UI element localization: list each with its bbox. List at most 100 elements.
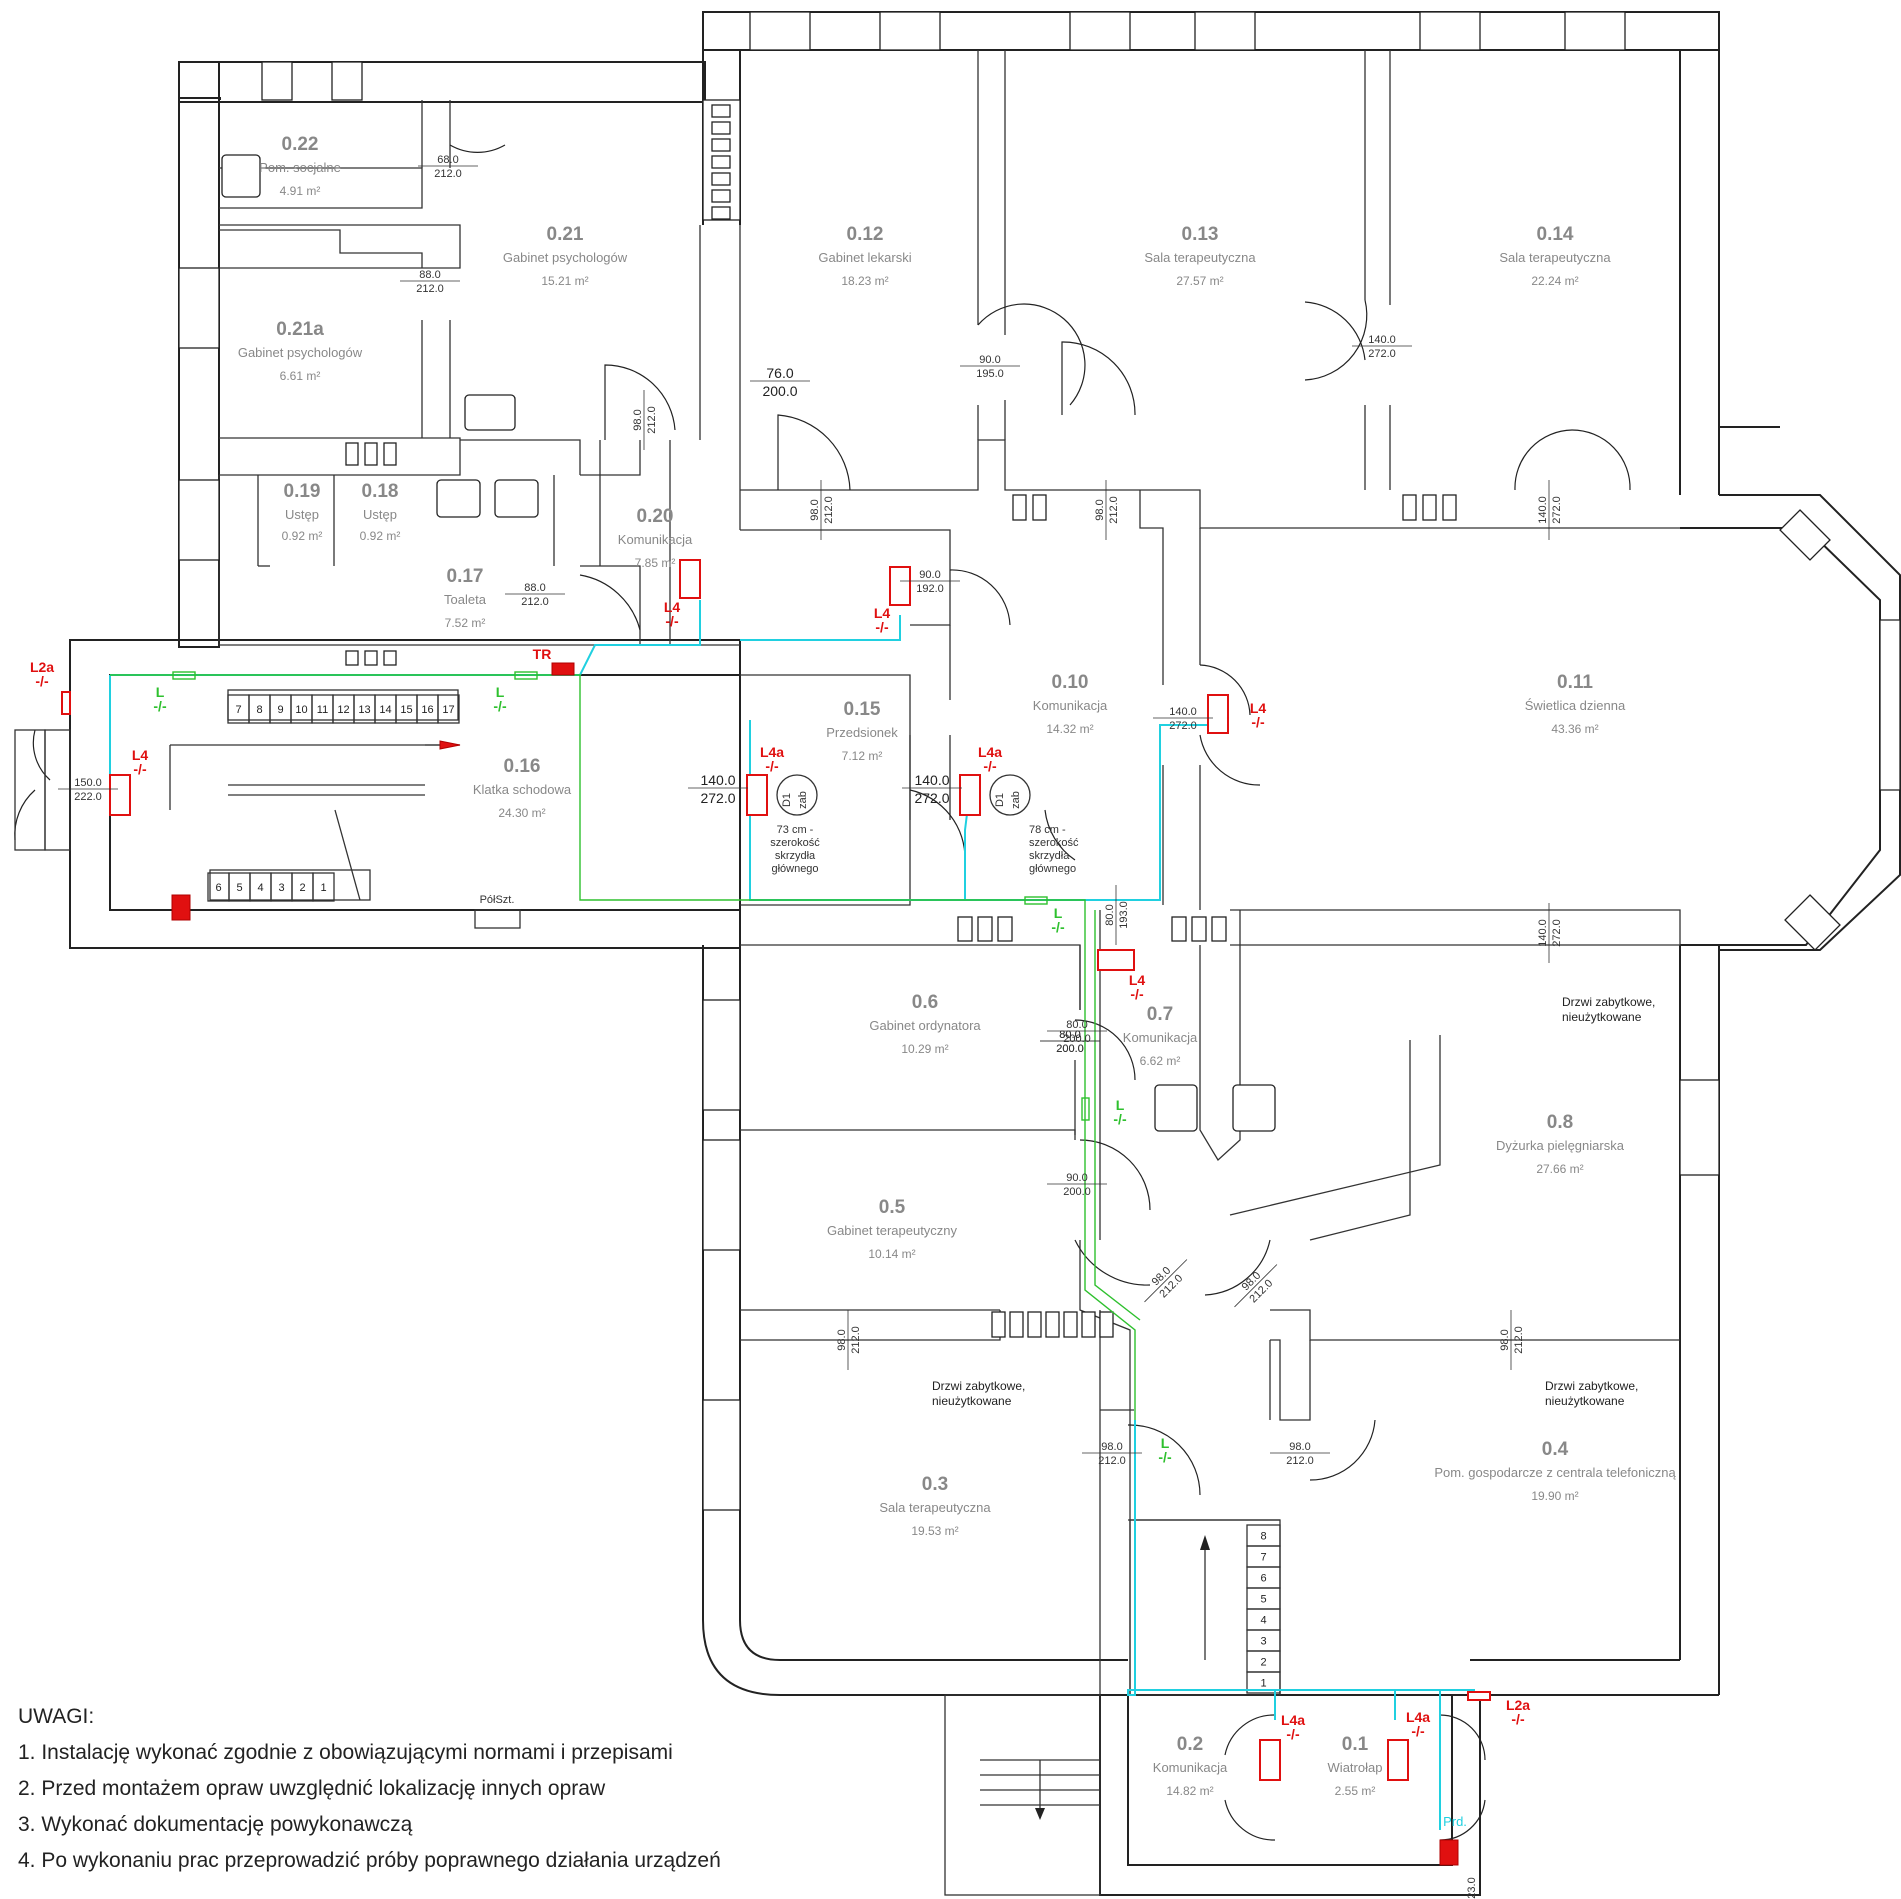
room-number: 0.19	[284, 481, 321, 502]
stair-number: 17	[442, 704, 454, 716]
d1-marker-icon	[989, 774, 1031, 816]
door-height: 212.0	[850, 1326, 862, 1354]
room-number: 0.14	[1537, 224, 1574, 245]
room-number: 0.8	[1547, 1112, 1573, 1133]
l2a-luminaire-icon	[1467, 1691, 1491, 1701]
stair-number: 13	[358, 704, 370, 716]
room-number: 0.13	[1182, 224, 1219, 245]
door-height: 195.0	[976, 368, 1004, 380]
door-width: 140.0	[1537, 496, 1549, 524]
room-name: Sala terapeutyczna	[879, 1500, 991, 1515]
room-area: 14.32 m²	[1046, 722, 1093, 736]
stair-number: 6	[215, 882, 221, 894]
l2a-luminaire-icon	[61, 691, 71, 715]
room-number: 0.6	[912, 992, 938, 1013]
door-height: 212.0	[1286, 1455, 1314, 1467]
switch-symbol: -/-	[35, 673, 49, 689]
switch-symbol: -/-	[765, 758, 779, 774]
room-name: Gabinet ordynatora	[869, 1018, 981, 1033]
stair-number: 2	[1260, 1657, 1266, 1669]
room-area: 7.52 m²	[445, 616, 486, 630]
door-width: 140.0	[1368, 334, 1396, 346]
historic-door-note: Drzwi zabytkowe,	[932, 1379, 1025, 1393]
luminaire-label: L4	[132, 747, 149, 763]
room-area: 15.21 m²	[541, 274, 588, 288]
stair-number: 5	[236, 882, 242, 894]
room-area: 4.91 m²	[280, 184, 321, 198]
door-width: 88.0	[524, 582, 545, 594]
l4a-luminaire-icon	[1259, 1739, 1281, 1781]
luminaire-label: L4	[664, 599, 681, 615]
l4-luminaire-icon	[1207, 694, 1229, 734]
room-name: Świetlica dzienna	[1525, 698, 1626, 713]
room-area: 22.24 m²	[1531, 274, 1578, 288]
switch-symbol: -/-	[1130, 986, 1144, 1002]
switch-symbol: -/-	[1511, 1711, 1525, 1727]
room-area: 19.53 m²	[911, 1524, 958, 1538]
door-height: 212.0	[1108, 496, 1120, 524]
door-width: 98.0	[632, 409, 644, 430]
switch-symbol: -/-	[1411, 1723, 1425, 1739]
room-name: Toaleta	[444, 592, 487, 607]
room-number: 0.11	[1557, 672, 1593, 693]
note-item-4: 4. Po wykonaniu prac przeprowadzić próby…	[18, 1849, 721, 1872]
room-number: 0.2	[1177, 1734, 1203, 1755]
door-width: 150.0	[74, 777, 102, 789]
switch-symbol: -/-	[493, 698, 507, 714]
switch-symbol: -/-	[1286, 1726, 1300, 1742]
door-height: 212.0	[646, 406, 658, 434]
distribution-panel-icon	[1439, 1839, 1459, 1866]
tr-label: TR	[533, 646, 552, 662]
stair-number: 7	[235, 704, 241, 716]
door-height: 212.0	[1513, 1326, 1525, 1354]
stair-number: 6	[1260, 1573, 1266, 1585]
door-width: 80.0	[1059, 1029, 1080, 1041]
stair-number: 14	[379, 704, 391, 716]
stair-number: 16	[421, 704, 433, 716]
room-name: Dyżurka pielęgniarska	[1496, 1138, 1625, 1153]
door-note: głównego	[771, 863, 818, 875]
stair-number: 1	[320, 882, 326, 894]
room-area: 27.57 m²	[1176, 274, 1223, 288]
historic-door-note: nieużytkowane	[1545, 1394, 1625, 1408]
room-number: 0.10	[1052, 672, 1089, 693]
room-name: Ustęp	[363, 507, 397, 522]
l4a-luminaire-icon	[959, 774, 981, 816]
door-note: skrzydła	[1029, 850, 1070, 862]
door-height: 272.0	[700, 790, 735, 806]
door-height: 272.0	[1551, 919, 1563, 947]
luminaire-label: L	[1116, 1097, 1125, 1113]
historic-door-note: Drzwi zabytkowe,	[1545, 1379, 1638, 1393]
l4-luminaire-icon	[1097, 949, 1135, 971]
switch-symbol: -/-	[983, 758, 997, 774]
door-note: szerokość	[1029, 837, 1079, 849]
stair-number: 4	[1260, 1615, 1266, 1627]
room-number: 0.20	[637, 506, 674, 527]
room-area: 7.12 m²	[842, 749, 883, 763]
interior-walls	[218, 50, 1681, 1695]
switch-symbol: -/-	[153, 698, 167, 714]
room-number: 0.21a	[276, 319, 324, 340]
room-area: 6.61 m²	[280, 369, 321, 383]
door-width: 98.0	[809, 499, 821, 520]
stair-number: 10	[295, 704, 307, 716]
l4-luminaire-icon	[109, 774, 131, 816]
bottom-dimension: 23.0	[1466, 1877, 1478, 1898]
stair-number: 1	[1260, 1678, 1266, 1690]
stair-number: 9	[277, 704, 283, 716]
stair-number: 3	[278, 882, 284, 894]
